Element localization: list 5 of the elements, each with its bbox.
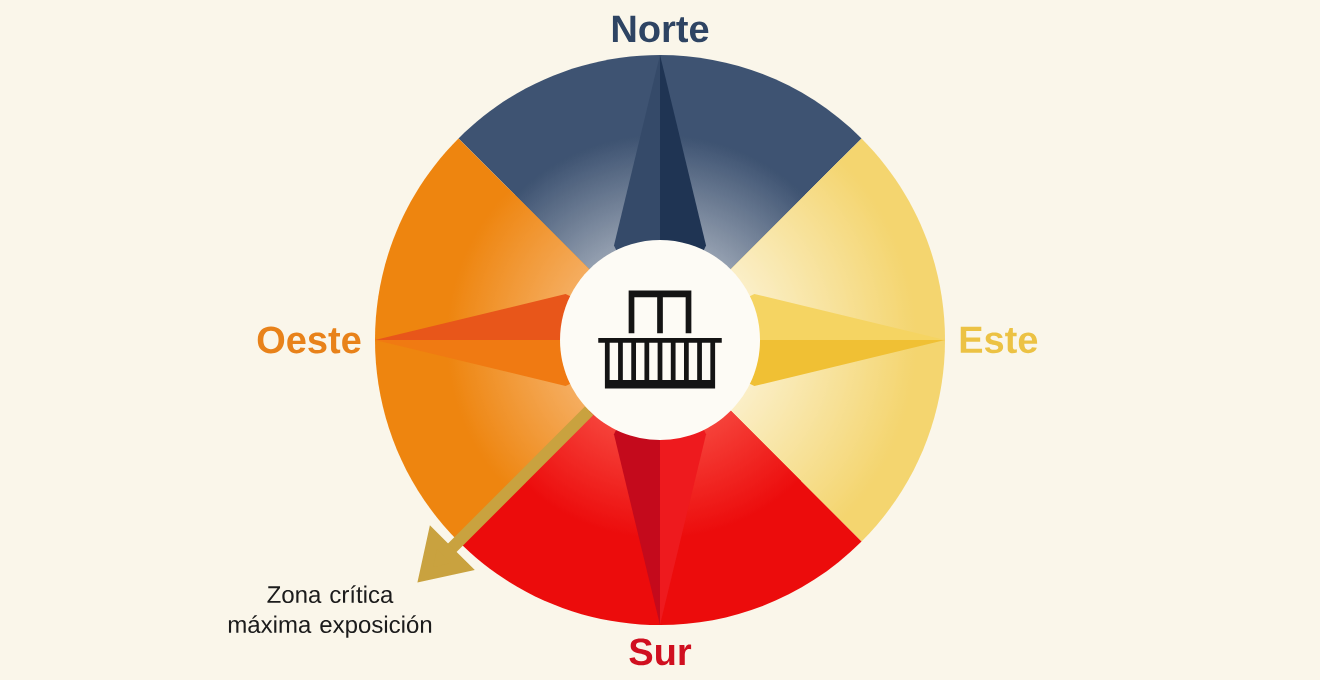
annotation-text: Zona crítica máxima exposición [228,585,432,638]
direction-label: Este [960,326,1038,354]
direction-label: Oeste [257,326,361,354]
direction-label: Norte [612,15,709,43]
direction-label: Sur [629,638,692,666]
